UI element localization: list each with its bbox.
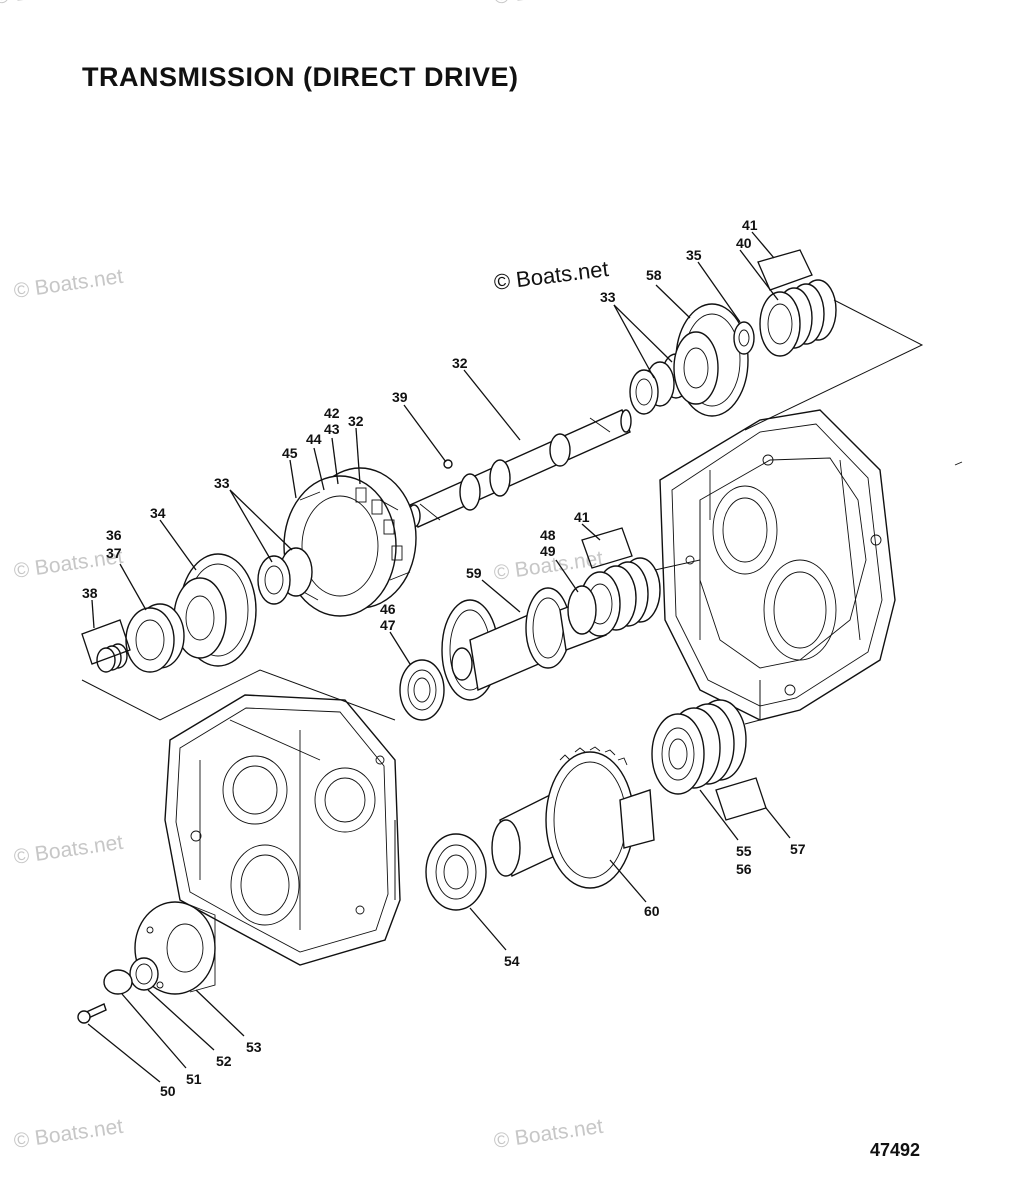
left-housing bbox=[164, 694, 401, 966]
clutch-housing bbox=[283, 467, 417, 617]
diagram-title: TRANSMISSION (DIRECT DRIVE) bbox=[82, 62, 519, 92]
label-41: 41 bbox=[742, 217, 758, 233]
label-32: 32 bbox=[452, 355, 468, 371]
label-43: 43 bbox=[324, 421, 340, 437]
bearing-54 bbox=[425, 833, 487, 911]
right-housing bbox=[659, 409, 963, 721]
label-57: 57 bbox=[790, 841, 806, 857]
label-35: 35 bbox=[686, 247, 702, 263]
label-49: 49 bbox=[540, 543, 556, 559]
label-46: 46 bbox=[380, 601, 396, 617]
label-33: 33 bbox=[214, 475, 230, 491]
bearing-36-37 bbox=[125, 603, 185, 673]
label-37: 37 bbox=[106, 545, 122, 561]
gear-34 bbox=[173, 553, 257, 667]
label-52: 52 bbox=[216, 1053, 232, 1069]
gear-cluster-59 bbox=[441, 587, 607, 701]
label-45: 45 bbox=[282, 445, 298, 461]
label-41: 41 bbox=[574, 509, 590, 525]
figure-number: 47492 bbox=[870, 1140, 921, 1160]
label-53: 53 bbox=[246, 1039, 262, 1055]
label-48: 48 bbox=[540, 527, 556, 543]
gear-58 bbox=[673, 303, 749, 417]
label-34: 34 bbox=[150, 505, 166, 521]
label-47: 47 bbox=[380, 617, 396, 633]
output-gear-60 bbox=[491, 746, 655, 889]
part-labels: 41 40 35 58 33 32 39 42 43 32 44 45 33 3… bbox=[82, 217, 806, 1099]
label-55: 55 bbox=[736, 843, 752, 859]
label-59: 59 bbox=[466, 565, 482, 581]
label-38: 38 bbox=[82, 585, 98, 601]
bearing-group-40-41 bbox=[759, 279, 837, 357]
output-flange bbox=[77, 901, 216, 1024]
label-36: 36 bbox=[106, 527, 122, 543]
bearing-group-48-49 bbox=[567, 557, 661, 637]
needle-bearing-33-left bbox=[257, 547, 313, 605]
washer-35 bbox=[733, 321, 755, 355]
label-50: 50 bbox=[160, 1083, 176, 1099]
label-58: 58 bbox=[646, 267, 662, 283]
label-32: 32 bbox=[348, 413, 364, 429]
label-54: 54 bbox=[504, 953, 520, 969]
label-51: 51 bbox=[186, 1071, 202, 1087]
label-33: 33 bbox=[600, 289, 616, 305]
label-44: 44 bbox=[306, 431, 322, 447]
label-56: 56 bbox=[736, 861, 752, 877]
label-39: 39 bbox=[392, 389, 408, 405]
shim-pack-38 bbox=[96, 643, 128, 673]
bearing-group-55-57 bbox=[651, 699, 747, 795]
label-40: 40 bbox=[736, 235, 752, 251]
leader-lines bbox=[81, 231, 813, 1083]
bearing-46-47 bbox=[399, 659, 445, 721]
label-60: 60 bbox=[644, 903, 660, 919]
label-42: 42 bbox=[324, 405, 340, 421]
main-shaft-32 bbox=[407, 409, 632, 528]
assembly-lines bbox=[81, 299, 924, 900]
